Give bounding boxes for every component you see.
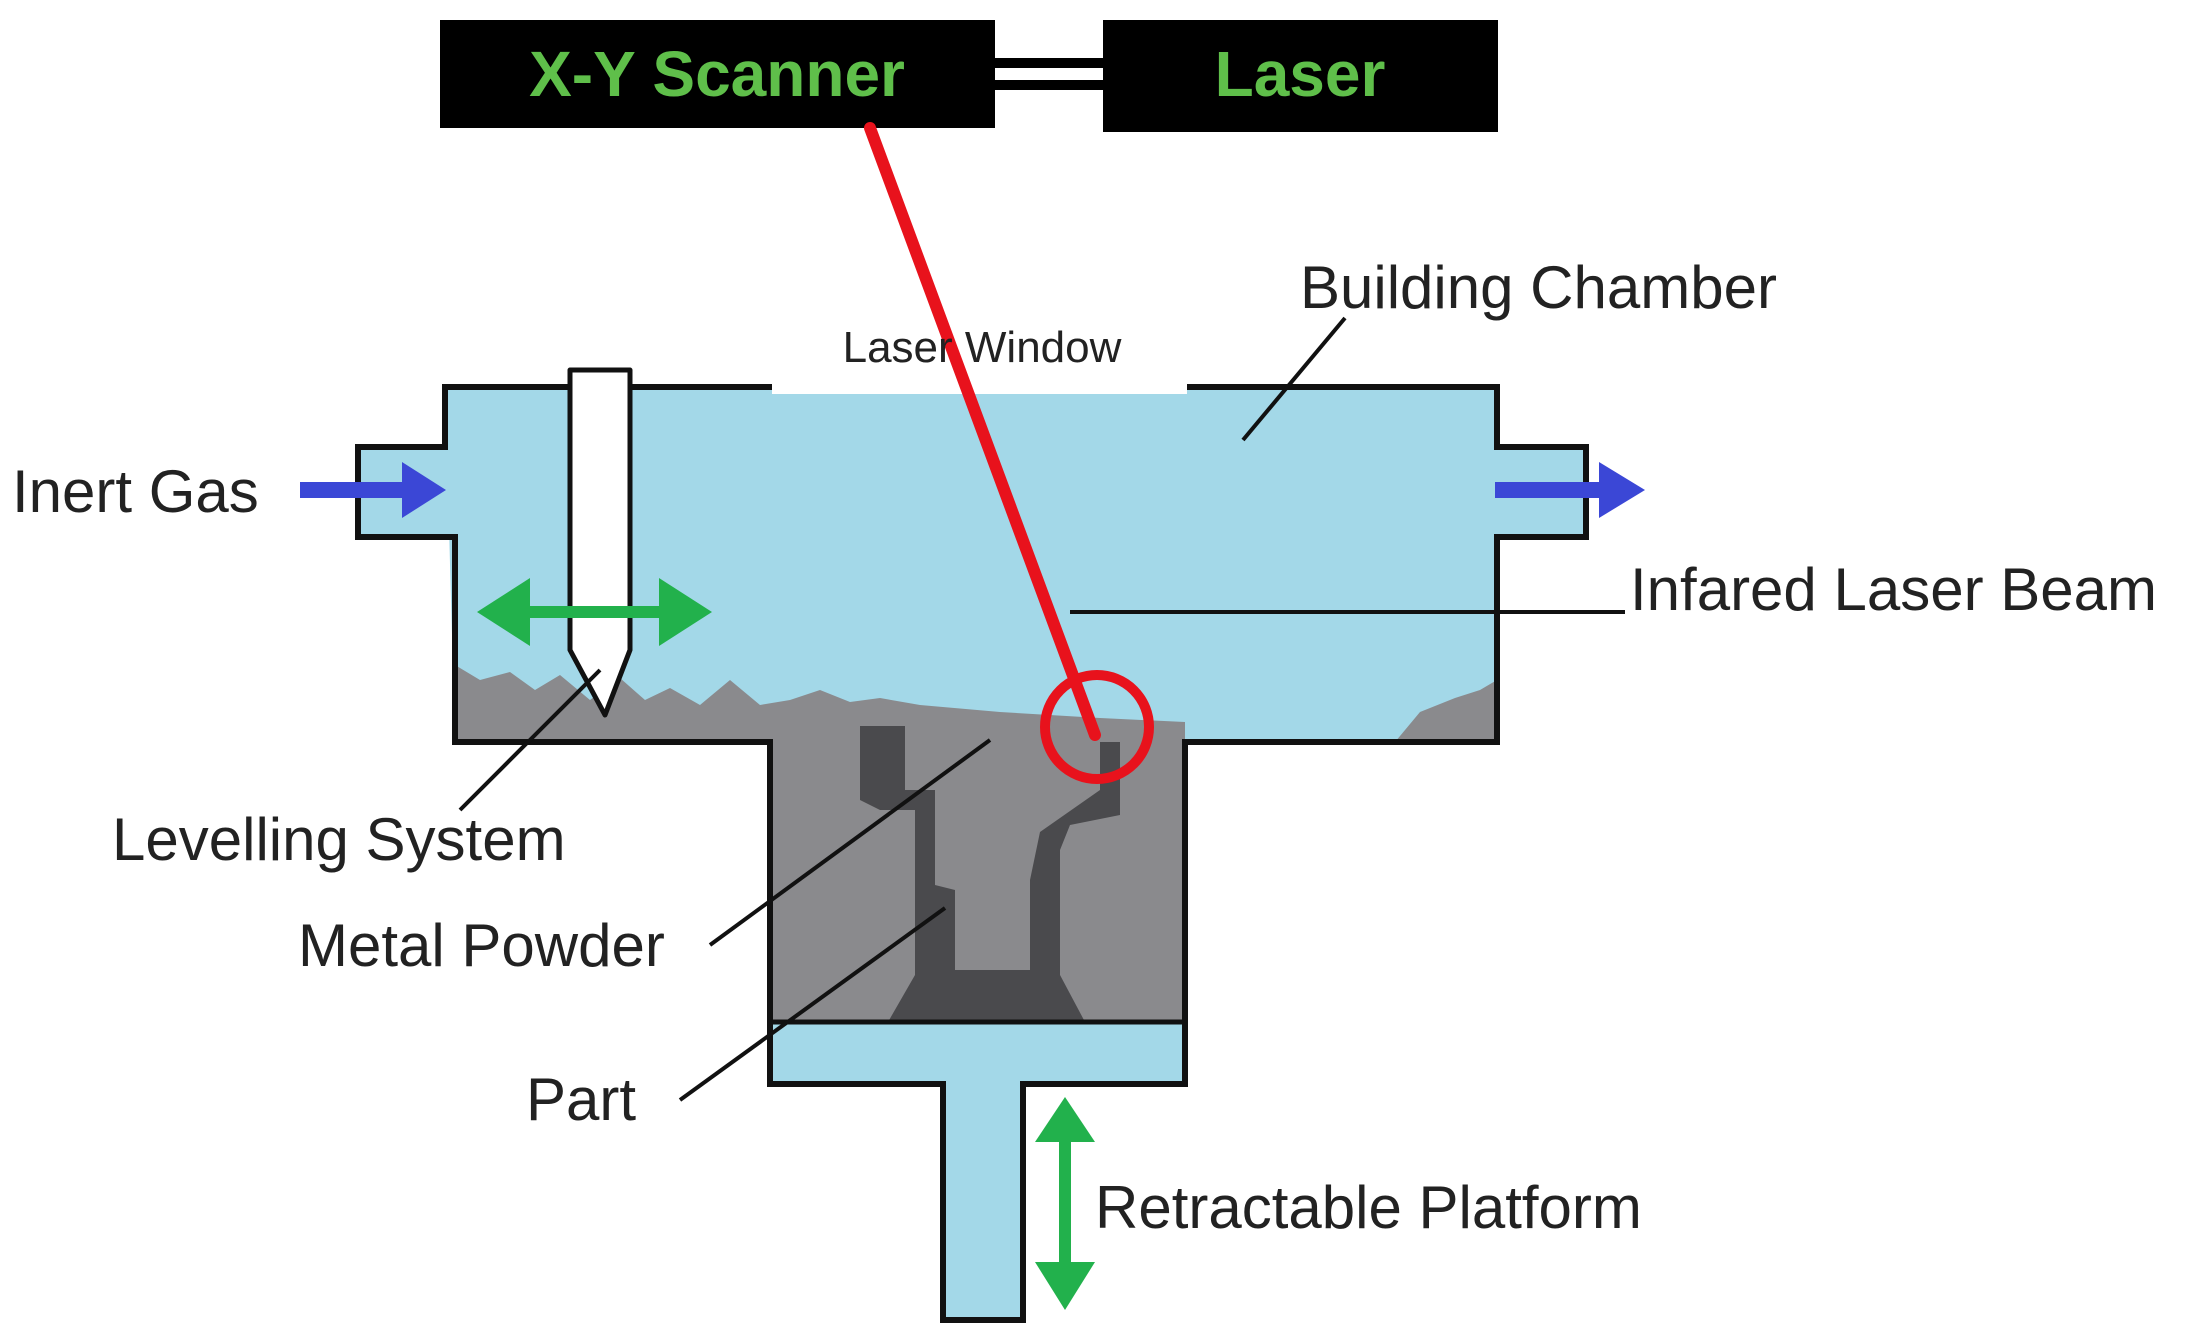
scanner-laser-connector: [995, 58, 1103, 90]
xy-scanner-box: X-Y Scanner: [440, 20, 995, 128]
levelling-system-label: Levelling System: [112, 806, 566, 873]
laser-window: [772, 378, 1187, 394]
laser-label: Laser: [1215, 38, 1386, 110]
xy-scanner-label: X-Y Scanner: [529, 38, 905, 110]
built-part: [860, 726, 1120, 1022]
platform-shaft: [943, 1084, 1023, 1320]
double-arrow-vertical-icon: [1035, 1097, 1095, 1310]
laser-box: Laser: [1103, 20, 1498, 132]
powder-bed-right: [1395, 680, 1497, 742]
levelling-blade: [567, 367, 633, 718]
levelling-system-leader: [458, 668, 602, 812]
build-platform: [770, 1022, 1185, 1084]
laser-beam: [864, 122, 1154, 784]
arrow-right-icon: [1495, 462, 1645, 518]
building-chamber-leader: [1241, 316, 1347, 442]
part-leader: [678, 906, 947, 1102]
melt-pool-highlight: [1040, 670, 1154, 784]
metal-powder-label: Metal Powder: [298, 912, 665, 979]
inert-gas-label: Inert Gas: [12, 458, 259, 525]
double-arrow-horizontal-icon: [477, 578, 712, 646]
infrared-laser-beam-label: Infared Laser Beam: [1630, 556, 2157, 623]
powder-bed: [455, 665, 1185, 742]
building-chamber-label: Building Chamber: [1300, 254, 1777, 321]
chamber-outline: [355, 384, 1589, 1323]
retractable-platform-label: Retractable Platform: [1095, 1174, 1642, 1241]
metal-powder-leader: [708, 738, 992, 947]
arrow-right-icon: [300, 462, 446, 518]
laser-window-label: Laser Window: [843, 323, 1122, 372]
part-label: Part: [526, 1066, 636, 1133]
